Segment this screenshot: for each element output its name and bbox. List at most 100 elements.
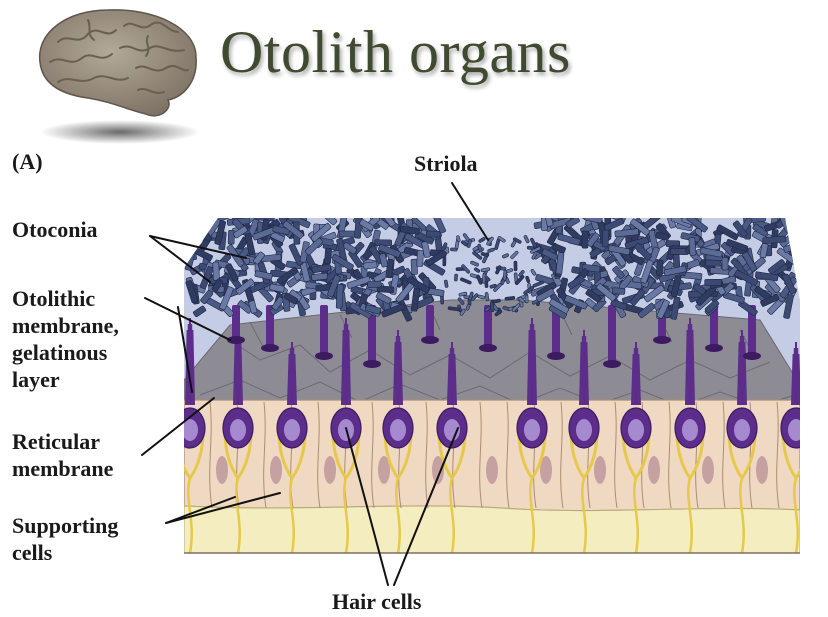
supporting-cell-border (209, 401, 213, 509)
otoconium-crystal (470, 260, 479, 267)
otoconium-crystal (225, 263, 239, 282)
otoconium-crystal (532, 280, 544, 288)
otoconium-crystal (400, 225, 420, 235)
otoconium-crystal (253, 251, 265, 265)
otoconium-crystal (585, 289, 602, 303)
stereocilium (238, 335, 241, 406)
otoconium-crystal (211, 278, 223, 293)
supporting-cell-border (614, 401, 618, 509)
supporting-cell-border (506, 401, 510, 509)
stereocilium (239, 341, 243, 406)
kinocilium (368, 305, 376, 364)
otoconium-crystal (342, 242, 357, 255)
otoconium-crystal (410, 258, 418, 275)
stereocilium (742, 335, 745, 406)
otoconium-crystal (608, 244, 631, 256)
stereocilium (687, 323, 690, 406)
stereocilium (289, 347, 292, 406)
otolithic-membrane-pointer-1 (144, 297, 231, 341)
otoconium-crystal (541, 248, 558, 261)
otoconium-crystal (489, 283, 497, 289)
otoconium-crystal (656, 259, 664, 277)
otoconium-crystal (663, 265, 687, 276)
otoconium-crystal (767, 259, 786, 275)
otoconium-crystal (248, 300, 258, 314)
otoconium-crystal (484, 306, 491, 312)
otoconium-crystal (444, 279, 449, 288)
nerve-fiber (343, 477, 349, 553)
otoconium-crystal (288, 243, 304, 266)
stereocilium (533, 329, 537, 406)
otoconium-crystal (629, 288, 646, 306)
stereocilium (796, 347, 799, 406)
nerve-fiber (633, 477, 639, 553)
otoconium-crystal (484, 292, 490, 302)
stereocilium (452, 347, 455, 406)
stereocilium (685, 329, 689, 406)
page-title: Otolith organs (220, 19, 571, 85)
stereocilium (584, 335, 587, 406)
otolithic-membrane-line-1: Otolithic (12, 286, 96, 311)
otoconium-crystal (725, 239, 748, 252)
otoconium-crystal (734, 269, 759, 286)
otoconium-crystal (643, 284, 665, 303)
otoconium-crystal (472, 251, 483, 260)
otoconium-crystal (276, 267, 299, 285)
otoconia-label: Otoconia (12, 217, 98, 242)
otoconium-crystal (311, 263, 332, 274)
otoconium-crystal (549, 298, 570, 314)
otoconium-crystal (512, 237, 522, 244)
kinocilium-tip (705, 344, 723, 352)
otolithic-membrane-line-3: gelatinous (12, 340, 108, 365)
stereocilium (447, 353, 451, 406)
otoconium-crystal (480, 252, 490, 257)
otoconium-crystal (700, 247, 723, 258)
otoconium-crystal (244, 232, 256, 256)
otoconium-crystal (601, 229, 610, 248)
stereocilium (791, 353, 795, 406)
otoconium-crystal (762, 235, 787, 245)
stereocilium (581, 335, 584, 406)
reticular-membrane-pointer (141, 397, 215, 456)
otoconium-crystal (693, 283, 707, 295)
otoconium-crystal (638, 302, 656, 319)
nerve-fiber (529, 477, 535, 553)
hair-cell-nucleus (524, 419, 540, 441)
supporting-cell-border (479, 401, 483, 509)
supporting-cell-border (425, 401, 429, 509)
otoconium-crystal (466, 239, 472, 248)
supporting-cell-nucleus (216, 456, 228, 484)
otoconium-crystal (227, 230, 235, 245)
stereocilium (346, 323, 349, 406)
striola-pointer (451, 182, 489, 241)
otoconium-crystal (282, 220, 304, 239)
otoconium-crystal (426, 230, 441, 238)
otoconium-crystal (552, 243, 566, 254)
nerve-terminal (781, 416, 800, 481)
otoconium-crystal (310, 223, 332, 242)
hair-cell-nucleus (230, 419, 246, 441)
stereocilium (691, 329, 695, 406)
stereocilium (797, 353, 800, 406)
stereocilium (739, 335, 742, 406)
otoconium-crystal (304, 237, 323, 256)
otoconium-crystal (359, 219, 375, 232)
otoconium-crystal (664, 218, 677, 229)
otoconium-crystal (596, 283, 617, 302)
otoconium-crystal (524, 295, 529, 304)
otoconium-crystal (421, 241, 431, 258)
stereocilium (347, 329, 351, 406)
otoconium-crystal (688, 237, 697, 256)
otoconium-crystal (493, 298, 501, 304)
otoconium-crystal (233, 225, 248, 239)
supporting-cell-border (371, 401, 375, 509)
kinocilium-tip (653, 336, 671, 344)
stereocilium (793, 347, 796, 406)
otoconium-crystal (584, 218, 603, 224)
otoconium-crystal (494, 309, 503, 317)
otoconium-crystal (474, 267, 481, 273)
otoconium-crystal (432, 218, 446, 234)
otoconium-crystal (478, 237, 486, 243)
supporting-cell-nucleus (756, 456, 768, 484)
otoconium-crystal (331, 254, 354, 271)
